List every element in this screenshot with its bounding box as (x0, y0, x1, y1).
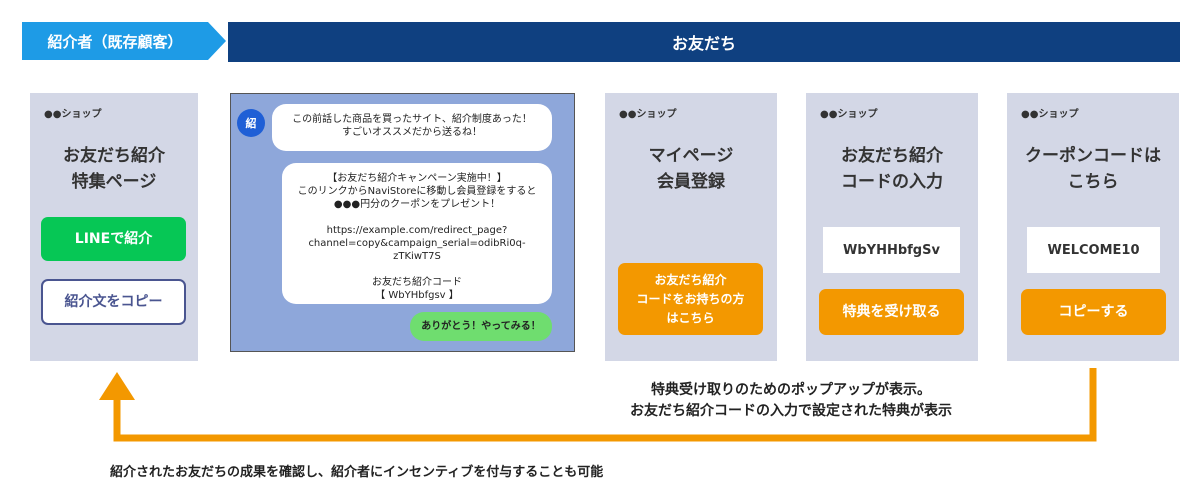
referral-code-field[interactable]: WbYHHbfgSv (823, 227, 960, 273)
panel-title: お友だち紹介 特集ページ (63, 146, 165, 192)
referrer-label: 紹介者（既存顧客） (47, 32, 183, 51)
chat-screenshot: 紹 この前話した商品を買ったサイト、紹介制度あった！ すごいオススメだから送るね… (230, 93, 575, 352)
shop-name: ●●ショップ (44, 109, 102, 120)
referrer-banner: 紹介者（既存顧客） (22, 22, 227, 60)
line-share-button[interactable]: LINEで紹介 (41, 217, 186, 261)
shop-name: ●●ショップ (820, 109, 878, 120)
avatar: 紹 (237, 109, 265, 137)
referral-page-panel: ●●ショップ お友だち紹介 特集ページ LINEで紹介 紹介文をコピー (30, 93, 198, 361)
copy-text-button[interactable]: 紹介文をコピー (41, 279, 186, 325)
friend-banner: お友だち (228, 22, 1180, 62)
copy-coupon-button[interactable]: コピーする (1021, 289, 1166, 335)
chat-bubble-campaign: 【お友だち紹介キャンペーン実施中！】 このリンクからNaviStoreに移動し会… (282, 163, 552, 304)
shop-name: ●●ショップ (1021, 109, 1079, 120)
signup-panel: ●●ショップ マイページ 会員登録 お友だち紹介 コードをお持ちの方 はこちら (605, 93, 777, 361)
arrow-head-icon (99, 372, 135, 400)
chat-bubble-message: この前話した商品を買ったサイト、紹介制度あった！ すごいオススメだから送るね！ (272, 104, 552, 151)
have-referral-code-button[interactable]: お友だち紹介 コードをお持ちの方 はこちら (618, 263, 763, 335)
panel-title: クーポンコードは こちら (1025, 146, 1161, 192)
receive-bonus-button[interactable]: 特典を受け取る (819, 289, 964, 335)
chat-bubble-reply: ありがとう！やってみる！ (410, 312, 552, 341)
coupon-panel: ●●ショップ クーポンコードは こちら WELCOME10 コピーする (1007, 93, 1179, 361)
popup-caption: 特典受け取りのためのポップアップが表示。 お友だち紹介コードの入力で設定された特… (630, 382, 952, 419)
shop-name: ●●ショップ (619, 109, 677, 120)
coupon-code: WELCOME10 (1027, 227, 1160, 273)
code-input-panel: ●●ショップ お友だち紹介 コードの入力 WbYHHbfgSv 特典を受け取る (806, 93, 978, 361)
panel-title: お友だち紹介 コードの入力 (841, 146, 943, 192)
panel-title: マイページ 会員登録 (648, 146, 734, 192)
referrer-banner-arrow (22, 22, 226, 60)
incentive-caption: 紹介されたお友だちの成果を確認し、紹介者にインセンティブを付与することも可能 (110, 465, 604, 480)
